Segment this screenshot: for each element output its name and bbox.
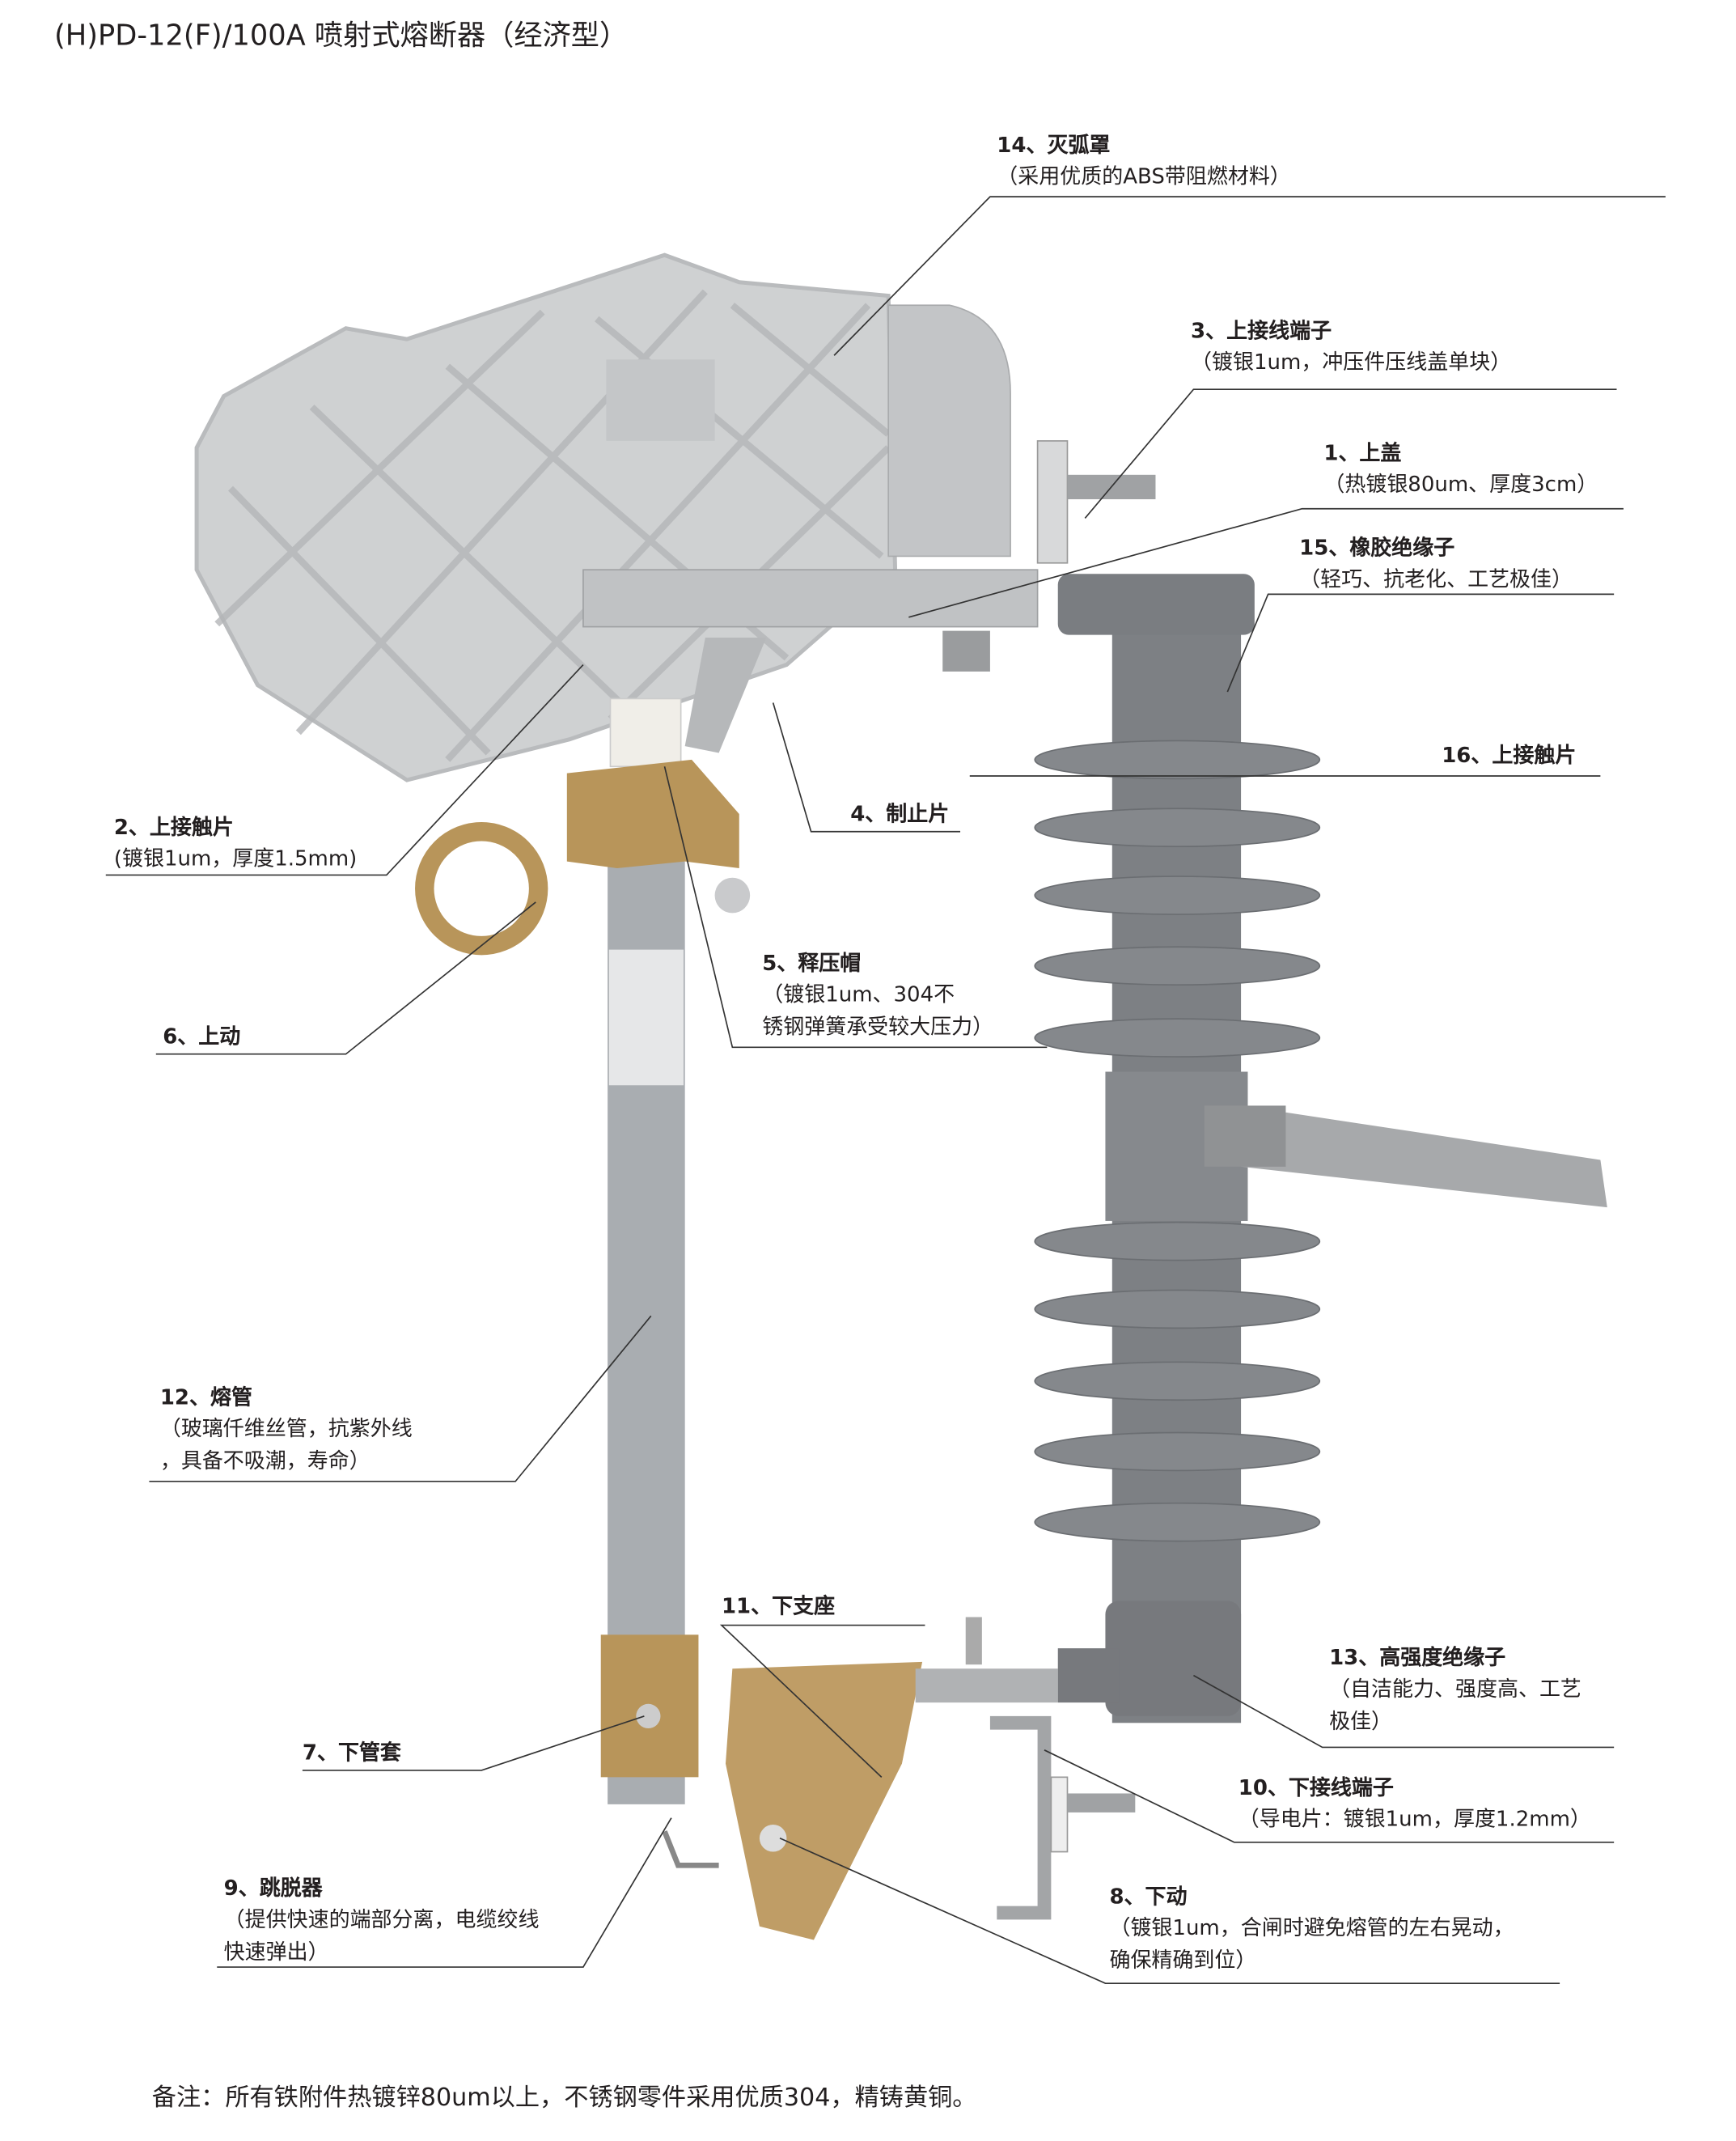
callout-desc-l1: （热镀银80um、厚度3cm）	[1323, 472, 1598, 497]
callout-title-l5: 5、释压帽	[762, 951, 862, 976]
callout-desc-l5: 锈钢弹簧承受较大压力）	[762, 1015, 994, 1040]
callout-title-l13: 13、高强度绝缘子	[1329, 1645, 1506, 1670]
insulator-shed	[1034, 1431, 1321, 1472]
callout-desc-l12: ，具备不吸潮，寿命）	[159, 1448, 370, 1473]
callout-title-l4: 4、制止片	[850, 801, 950, 827]
insulator-shed	[1034, 808, 1321, 848]
lower-contact	[600, 1617, 1136, 1940]
callout-desc-l10: （导电片：镀银1um，厚度1.2mm）	[1238, 1807, 1591, 1832]
insulator-shed	[1034, 946, 1321, 986]
insulator-shed	[1034, 1221, 1321, 1261]
callout-title-l3: 3、上接线端子	[1191, 319, 1332, 344]
callout-desc-l15: （轻巧、抗老化、工艺极佳）	[1299, 566, 1573, 591]
callout-title-l1: 1、上盖	[1323, 440, 1402, 466]
upper-bracket	[582, 304, 1156, 753]
callout-desc-l2: (镀银1um，厚度1.5mm)	[113, 846, 358, 871]
callout-title-l11: 11、下支座	[721, 1594, 836, 1619]
callout-title-l8: 8、下动	[1109, 1884, 1188, 1909]
callout-desc-l8: （镀银1um，合闸时避免熔管的左右晃动，	[1109, 1915, 1514, 1940]
callout-desc-l5: （镀银1um、304不	[762, 981, 955, 1007]
insulator-shed	[1034, 875, 1321, 915]
insulator-shed	[1034, 1502, 1321, 1542]
callout-desc-l8: 确保精确到位）	[1109, 1948, 1257, 1973]
callout-title-l6: 6、上动	[163, 1024, 241, 1049]
callout-title-l10: 10、下接线端子	[1238, 1775, 1394, 1800]
insulator	[1034, 574, 1607, 1723]
callout-title-l7: 7、下管套	[302, 1740, 401, 1766]
insulator-shed	[1034, 1289, 1321, 1329]
leader-lines	[105, 196, 1666, 1985]
insulator-shed	[1034, 1361, 1321, 1401]
callout-desc-l9: 快速弹出）	[223, 1940, 329, 1965]
callout-title-l9: 9、跳脱器	[223, 1876, 323, 1901]
callout-title-l12: 12、熔管	[159, 1384, 252, 1410]
callout-desc-l3: （镀银1um，冲压件压线盖单块）	[1191, 350, 1512, 375]
callout-desc-l14: （采用优质的ABS带阻燃材料）	[997, 163, 1291, 189]
callout-desc-l13: （自洁能力、强度高、工艺	[1329, 1677, 1581, 1702]
insulator-shed	[1034, 740, 1321, 780]
callout-title-l14: 14、灭弧罩	[997, 133, 1111, 158]
page-title: (H)PD-12(F)/100A 喷射式熔断器（经济型）	[54, 19, 629, 52]
callout-desc-l13: 极佳）	[1329, 1709, 1393, 1734]
callout-title-l2: 2、上接触片	[113, 815, 234, 840]
callout-desc-l9: （提供快速的端部分离，电缆绞线	[223, 1907, 540, 1932]
footer-note: 备注：所有铁附件热镀锌80um以上，不锈钢零件采用优质304，精铸黄铜。	[151, 2084, 977, 2113]
callout-desc-l12: （玻璃仟维丝管，抗紫外线	[159, 1416, 413, 1441]
arc-chute	[194, 252, 898, 782]
callout-title-l15: 15、橡胶绝缘子	[1299, 536, 1455, 561]
callout-title-l16: 16、上接触片	[1442, 743, 1577, 768]
insulator-shed	[1034, 1018, 1321, 1058]
